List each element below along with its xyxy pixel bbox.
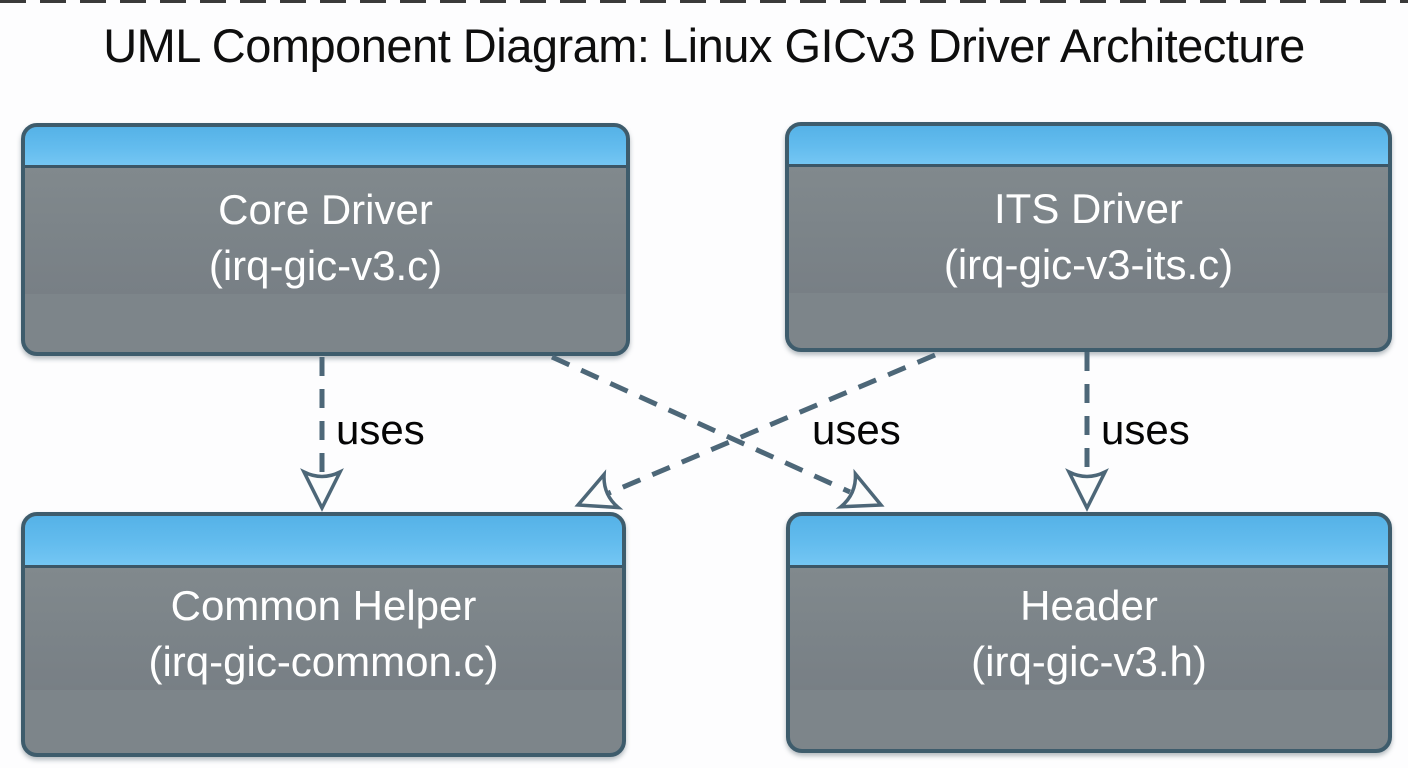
component-core-driver-header-strip: [25, 127, 626, 168]
component-common-helper-header-strip: [25, 516, 622, 568]
component-its-driver: ITS Driver (irq-gic-v3-its.c): [785, 122, 1392, 352]
dependency-label-core-to-header: uses: [812, 406, 901, 453]
component-header-file-file: (irq-gic-v3.h): [971, 638, 1207, 685]
component-its-driver-body: ITS Driver (irq-gic-v3-its.c): [789, 167, 1388, 293]
dependency-arrow-core-to-common: [300, 357, 344, 512]
component-core-driver-file: (irq-gic-v3.c): [208, 242, 443, 289]
diagram-title: UML Component Diagram: Linux GICv3 Drive…: [103, 19, 1305, 72]
component-header-file-header-strip: [790, 516, 1388, 568]
dependency-label-its-to-header: uses: [1101, 406, 1190, 453]
dependency-arrow-its-to-header: [1065, 352, 1109, 512]
component-its-driver-file: (irq-gic-v3-its.c): [943, 241, 1234, 288]
component-common-helper-file: (irq-gic-common.c): [148, 638, 499, 685]
open-arrowhead: [300, 468, 344, 512]
component-header-file: Header (irq-gic-v3.h): [786, 512, 1392, 753]
open-arrowhead: [1065, 468, 1109, 512]
component-core-driver-body: Core Driver (irq-gic-v3.c): [25, 168, 626, 294]
top-edge-artifact: [0, 0, 1408, 3]
component-common-helper: Common Helper (irq-gic-common.c): [21, 512, 626, 757]
component-core-driver: Core Driver (irq-gic-v3.c): [21, 123, 630, 356]
component-common-helper-name: Common Helper: [170, 582, 477, 629]
component-core-driver-name: Core Driver: [218, 186, 433, 233]
component-its-driver-header-strip: [789, 126, 1388, 167]
component-header-file-body: Header (irq-gic-v3.h): [790, 568, 1388, 690]
component-common-helper-body: Common Helper (irq-gic-common.c): [25, 568, 622, 690]
component-header-file-name: Header: [1020, 582, 1158, 629]
dependency-label-core-to-common: uses: [336, 406, 425, 453]
component-its-driver-name: ITS Driver: [994, 185, 1183, 232]
